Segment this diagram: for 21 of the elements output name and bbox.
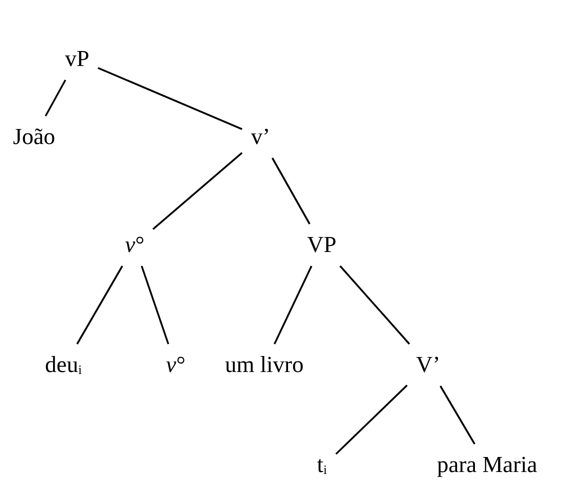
tree-branch bbox=[152, 152, 243, 230]
tree-label: VP bbox=[306, 232, 338, 258]
tree-label: v° bbox=[165, 352, 186, 378]
tree-label: deu$_{i}$ bbox=[44, 352, 83, 383]
tree-branch bbox=[98, 67, 242, 130]
tree-label: um livro bbox=[224, 352, 305, 378]
tree-branch bbox=[335, 384, 408, 455]
tree-label: v° bbox=[124, 232, 146, 258]
tree-label: t$_{i}$ bbox=[316, 452, 328, 482]
tree-branch bbox=[44, 80, 66, 116]
tree-label: João bbox=[12, 124, 56, 150]
tree-branch bbox=[140, 266, 170, 344]
tree-branch bbox=[274, 266, 312, 344]
tree-branch bbox=[272, 158, 310, 224]
tree-label: V’ bbox=[415, 352, 442, 378]
tree-branch bbox=[76, 266, 124, 344]
tree-branch bbox=[440, 386, 476, 444]
tree-branch bbox=[339, 265, 410, 345]
tree-label: vP bbox=[64, 46, 90, 72]
tree-label: v’ bbox=[250, 124, 272, 150]
tree-label: para Maria bbox=[436, 452, 538, 478]
